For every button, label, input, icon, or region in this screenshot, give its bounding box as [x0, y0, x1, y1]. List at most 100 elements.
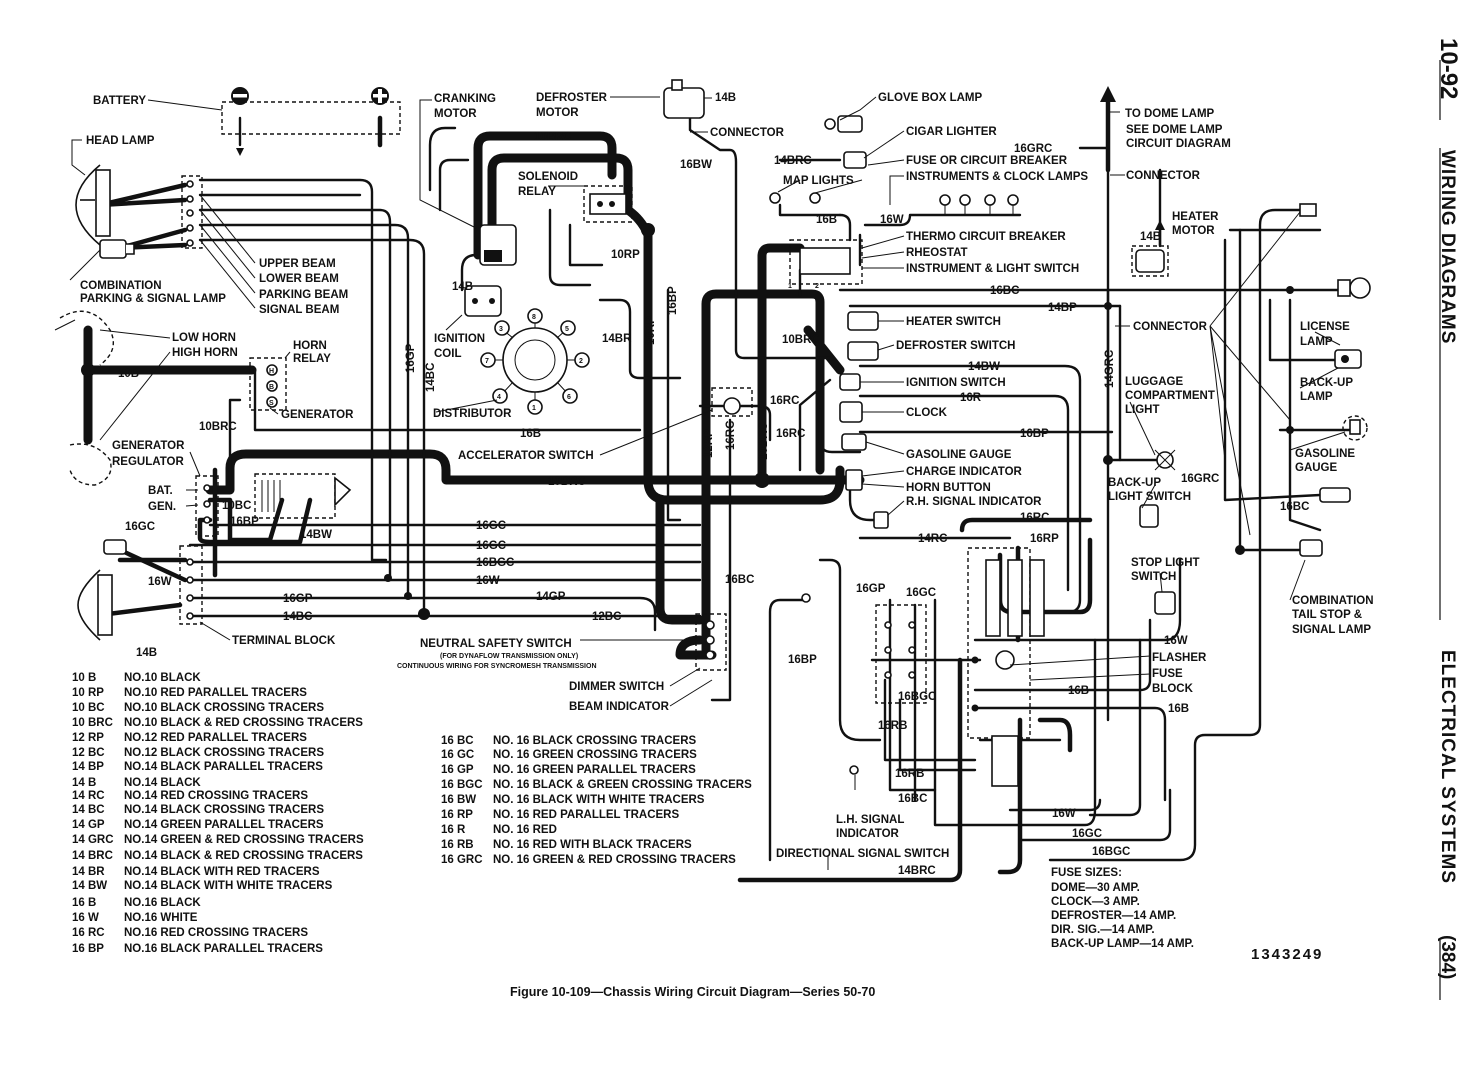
label-rheostat: RHEOSTAT [906, 247, 968, 259]
wire-16GRC-top: 16GRC [1014, 143, 1052, 155]
left-terminal-block-bottom [179, 545, 203, 625]
legend-desc: NO.16 RED CROSSING TRACERS [124, 927, 308, 939]
label-map-lights: MAP LIGHTS [783, 175, 854, 187]
wire-10BRC-top: 10BRC [534, 131, 572, 143]
legend-desc: NO.14 BLACK CROSSING TRACERS [124, 804, 324, 816]
defroster-motor [663, 79, 712, 119]
label-combination-parking-1: COMBINATION [80, 280, 162, 292]
label-defroster-motor-2: MOTOR [536, 107, 579, 119]
defroster-switch [847, 341, 879, 361]
wire-16RB-b: 16RB [895, 768, 924, 780]
wire-10BRC-inst: 10BRC [782, 334, 820, 346]
wire-16RB-a: 16RB [878, 720, 907, 732]
legend-desc: NO. 16 RED PARALLEL TRACERS [493, 809, 679, 821]
wire-14RC: 14RC [918, 533, 947, 545]
wire-16GC-left: 16GC [125, 521, 155, 533]
label-defroster-switch: DEFROSTER SWITCH [896, 340, 1015, 352]
ignition-switch [839, 373, 861, 391]
luggage-light [1154, 449, 1176, 471]
wire-16W-mid: 16W [476, 575, 500, 587]
part-number: 1343249 [1251, 946, 1324, 963]
label-combination-tail-1: COMBINATION [1292, 595, 1374, 607]
wire-16GP-low: 16GP [856, 583, 886, 595]
legend-code: 10 RP [72, 687, 104, 699]
wire-10BRC-left: 10BRC [199, 421, 237, 433]
wire-16BGC: 16BGC [476, 557, 514, 569]
wire-10BRC-mid: 10BRC [548, 476, 586, 488]
left-signal-lamp-bottom [77, 539, 127, 641]
component-text: BATTERY HEAD LAMP COMBINATION PARKING & … [80, 92, 1374, 860]
dome-arrow [1100, 86, 1116, 173]
wire-16GC-bottom: 16GC [1072, 828, 1102, 840]
label-distributor: DISTRIBUTOR [433, 408, 512, 420]
wire-10BRC-v: 10BRC [758, 422, 770, 460]
wire-16GC-2: 16GC [476, 540, 506, 552]
wire-14BRC-bottom: 14BRC [898, 865, 936, 877]
stop-light-switch [1154, 591, 1176, 615]
label-accelerator-switch: ACCELERATOR SWITCH [458, 450, 594, 462]
legend-desc: NO.14 GREEN & RED CROSSING TRACERS [124, 834, 364, 846]
wire-16BP-right: 16BP [1020, 428, 1049, 440]
legend-code: 16 GC [441, 749, 474, 761]
wire-16GC-1: 16GC [476, 520, 506, 532]
label-luggage-3: LIGHT [1125, 404, 1160, 416]
legend-code: 16 RP [441, 809, 473, 821]
battery [221, 87, 401, 156]
svg-text:1: 1 [788, 283, 792, 290]
label-lower-beam: LOWER BEAM [259, 273, 339, 285]
label-instruments-clock-lamps: INSTRUMENTS & CLOCK LAMPS [906, 171, 1088, 183]
label-backup-light-switch-1: BACK-UP [1108, 477, 1161, 489]
wire-16B-low: 16B [1068, 685, 1089, 697]
label-generator-regulator-1: GENERATOR [112, 440, 185, 452]
legend-desc: NO. 16 GREEN & RED CROSSING TRACERS [493, 854, 736, 866]
backup-light-switch [1139, 504, 1159, 528]
legend-desc: NO.16 BLACK PARALLEL TRACERS [124, 943, 323, 955]
legend-code: 16 BGC [441, 779, 483, 791]
dist-term-7: 7 [485, 358, 489, 365]
legend-code: 16 RB [441, 839, 474, 851]
wire-16BP-gen: 16BP [230, 516, 259, 528]
label-clock: CLOCK [906, 407, 948, 419]
legend-desc: NO.16 BLACK [124, 897, 201, 909]
label-instrument-light-switch: INSTRUMENT & LIGHT SWITCH [906, 263, 1079, 275]
label-terminal-block: TERMINAL BLOCK [232, 635, 336, 647]
dist-term-4: 6 [567, 394, 571, 401]
side-page-ref: (384) [1437, 935, 1458, 980]
horn-relay: H B S [249, 357, 287, 411]
legend-desc: NO.12 RED PARALLEL TRACERS [124, 732, 307, 744]
legend-code: 16 BW [441, 794, 476, 806]
label-solenoid-relay-1: SOLENOID [518, 171, 578, 183]
label-gas-gauge-r-2: GAUGE [1295, 462, 1338, 474]
dimmer-switch [801, 593, 811, 603]
wire-10RP-v: 10RP [645, 316, 657, 345]
label-ignition-coil-1: IGNITION [434, 333, 485, 345]
legend-desc: NO.12 BLACK CROSSING TRACERS [124, 747, 324, 759]
label-low-horn: LOW HORN [172, 332, 236, 344]
lh-signal-indicator [849, 765, 859, 775]
wire-16RP-right: 16RP [1030, 533, 1059, 545]
label-neutral-safety-switch: NEUTRAL SAFETY SWITCH [420, 638, 572, 650]
map-lights [769, 192, 821, 204]
legend-desc: NO.14 BLACK [124, 777, 201, 789]
legend-desc: NO.10 BLACK CROSSING TRACERS [124, 702, 324, 714]
wire-10BC: 10BC [222, 500, 251, 512]
label-bat: BAT. [148, 485, 173, 497]
label-see-dome-1: SEE DOME LAMP [1126, 124, 1223, 136]
side-page-number: 10-92 [1435, 38, 1462, 100]
label-heater-switch: HEATER SWITCH [906, 316, 1001, 328]
clock [839, 401, 863, 423]
legend-desc: NO. 16 RED WITH BLACK TRACERS [493, 839, 692, 851]
wire-16RC-v: 16RC [725, 421, 737, 450]
legend-desc: NO. 16 GREEN PARALLEL TRACERS [493, 764, 696, 776]
legend-code: 16 BP [72, 943, 104, 955]
legend-desc: NO.14 GREEN PARALLEL TRACERS [124, 819, 324, 831]
label-generator-regulator-2: REGULATOR [112, 456, 184, 468]
figure-caption: Figure 10-109—Chassis Wiring Circuit Dia… [510, 985, 876, 999]
legend-code: 10 BRC [72, 717, 113, 729]
fuse-size-clock: CLOCK—3 AMP. [1051, 896, 1140, 908]
label-gen: GEN. [148, 501, 176, 513]
legend-code: 14 BR [72, 866, 105, 878]
gas-gauge-tank [1342, 415, 1368, 441]
label-battery: BATTERY [93, 95, 146, 107]
